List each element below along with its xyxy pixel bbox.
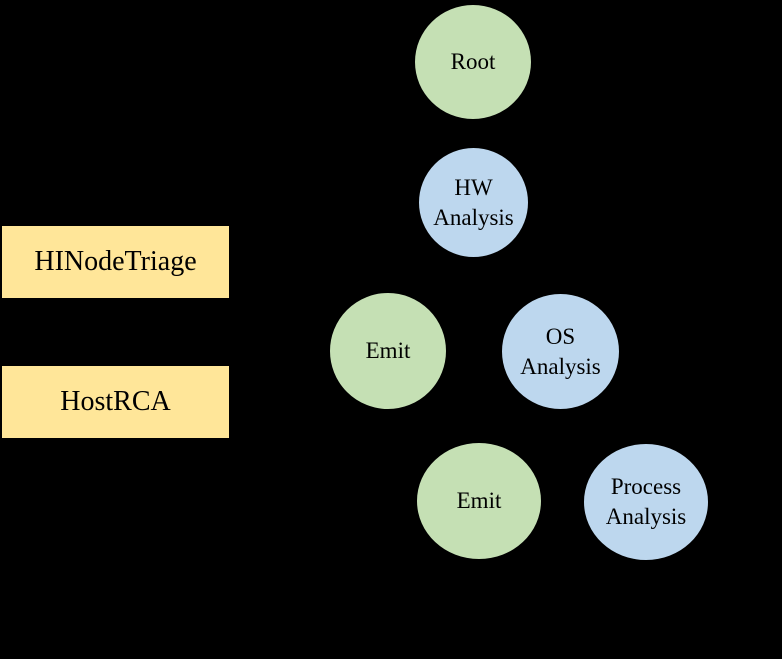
hw-analysis-node-label: HW Analysis bbox=[433, 174, 514, 230]
emit-node-1: Emit bbox=[329, 292, 447, 410]
os-analysis-node: OS Analysis bbox=[501, 293, 620, 410]
hostrca-box: HostRCA bbox=[2, 366, 229, 438]
root-node-label: Root bbox=[450, 49, 496, 74]
process-analysis-node: Process Analysis bbox=[583, 443, 709, 561]
emit-node-2-label: Emit bbox=[456, 488, 502, 513]
hw-analysis-node: HW Analysis bbox=[418, 147, 529, 258]
emit-node-1-label: Emit bbox=[365, 338, 411, 363]
os-analysis-node-label: OS Analysis bbox=[520, 323, 601, 379]
hostrca-label: HostRCA bbox=[60, 386, 171, 417]
process-analysis-node-label: Process Analysis bbox=[605, 474, 687, 529]
hinodetriage-label: HINodeTriage bbox=[34, 246, 197, 277]
emit-node-2: Emit bbox=[416, 442, 542, 560]
hinodetriage-box: HINodeTriage bbox=[2, 226, 229, 298]
root-node: Root bbox=[414, 4, 532, 120]
